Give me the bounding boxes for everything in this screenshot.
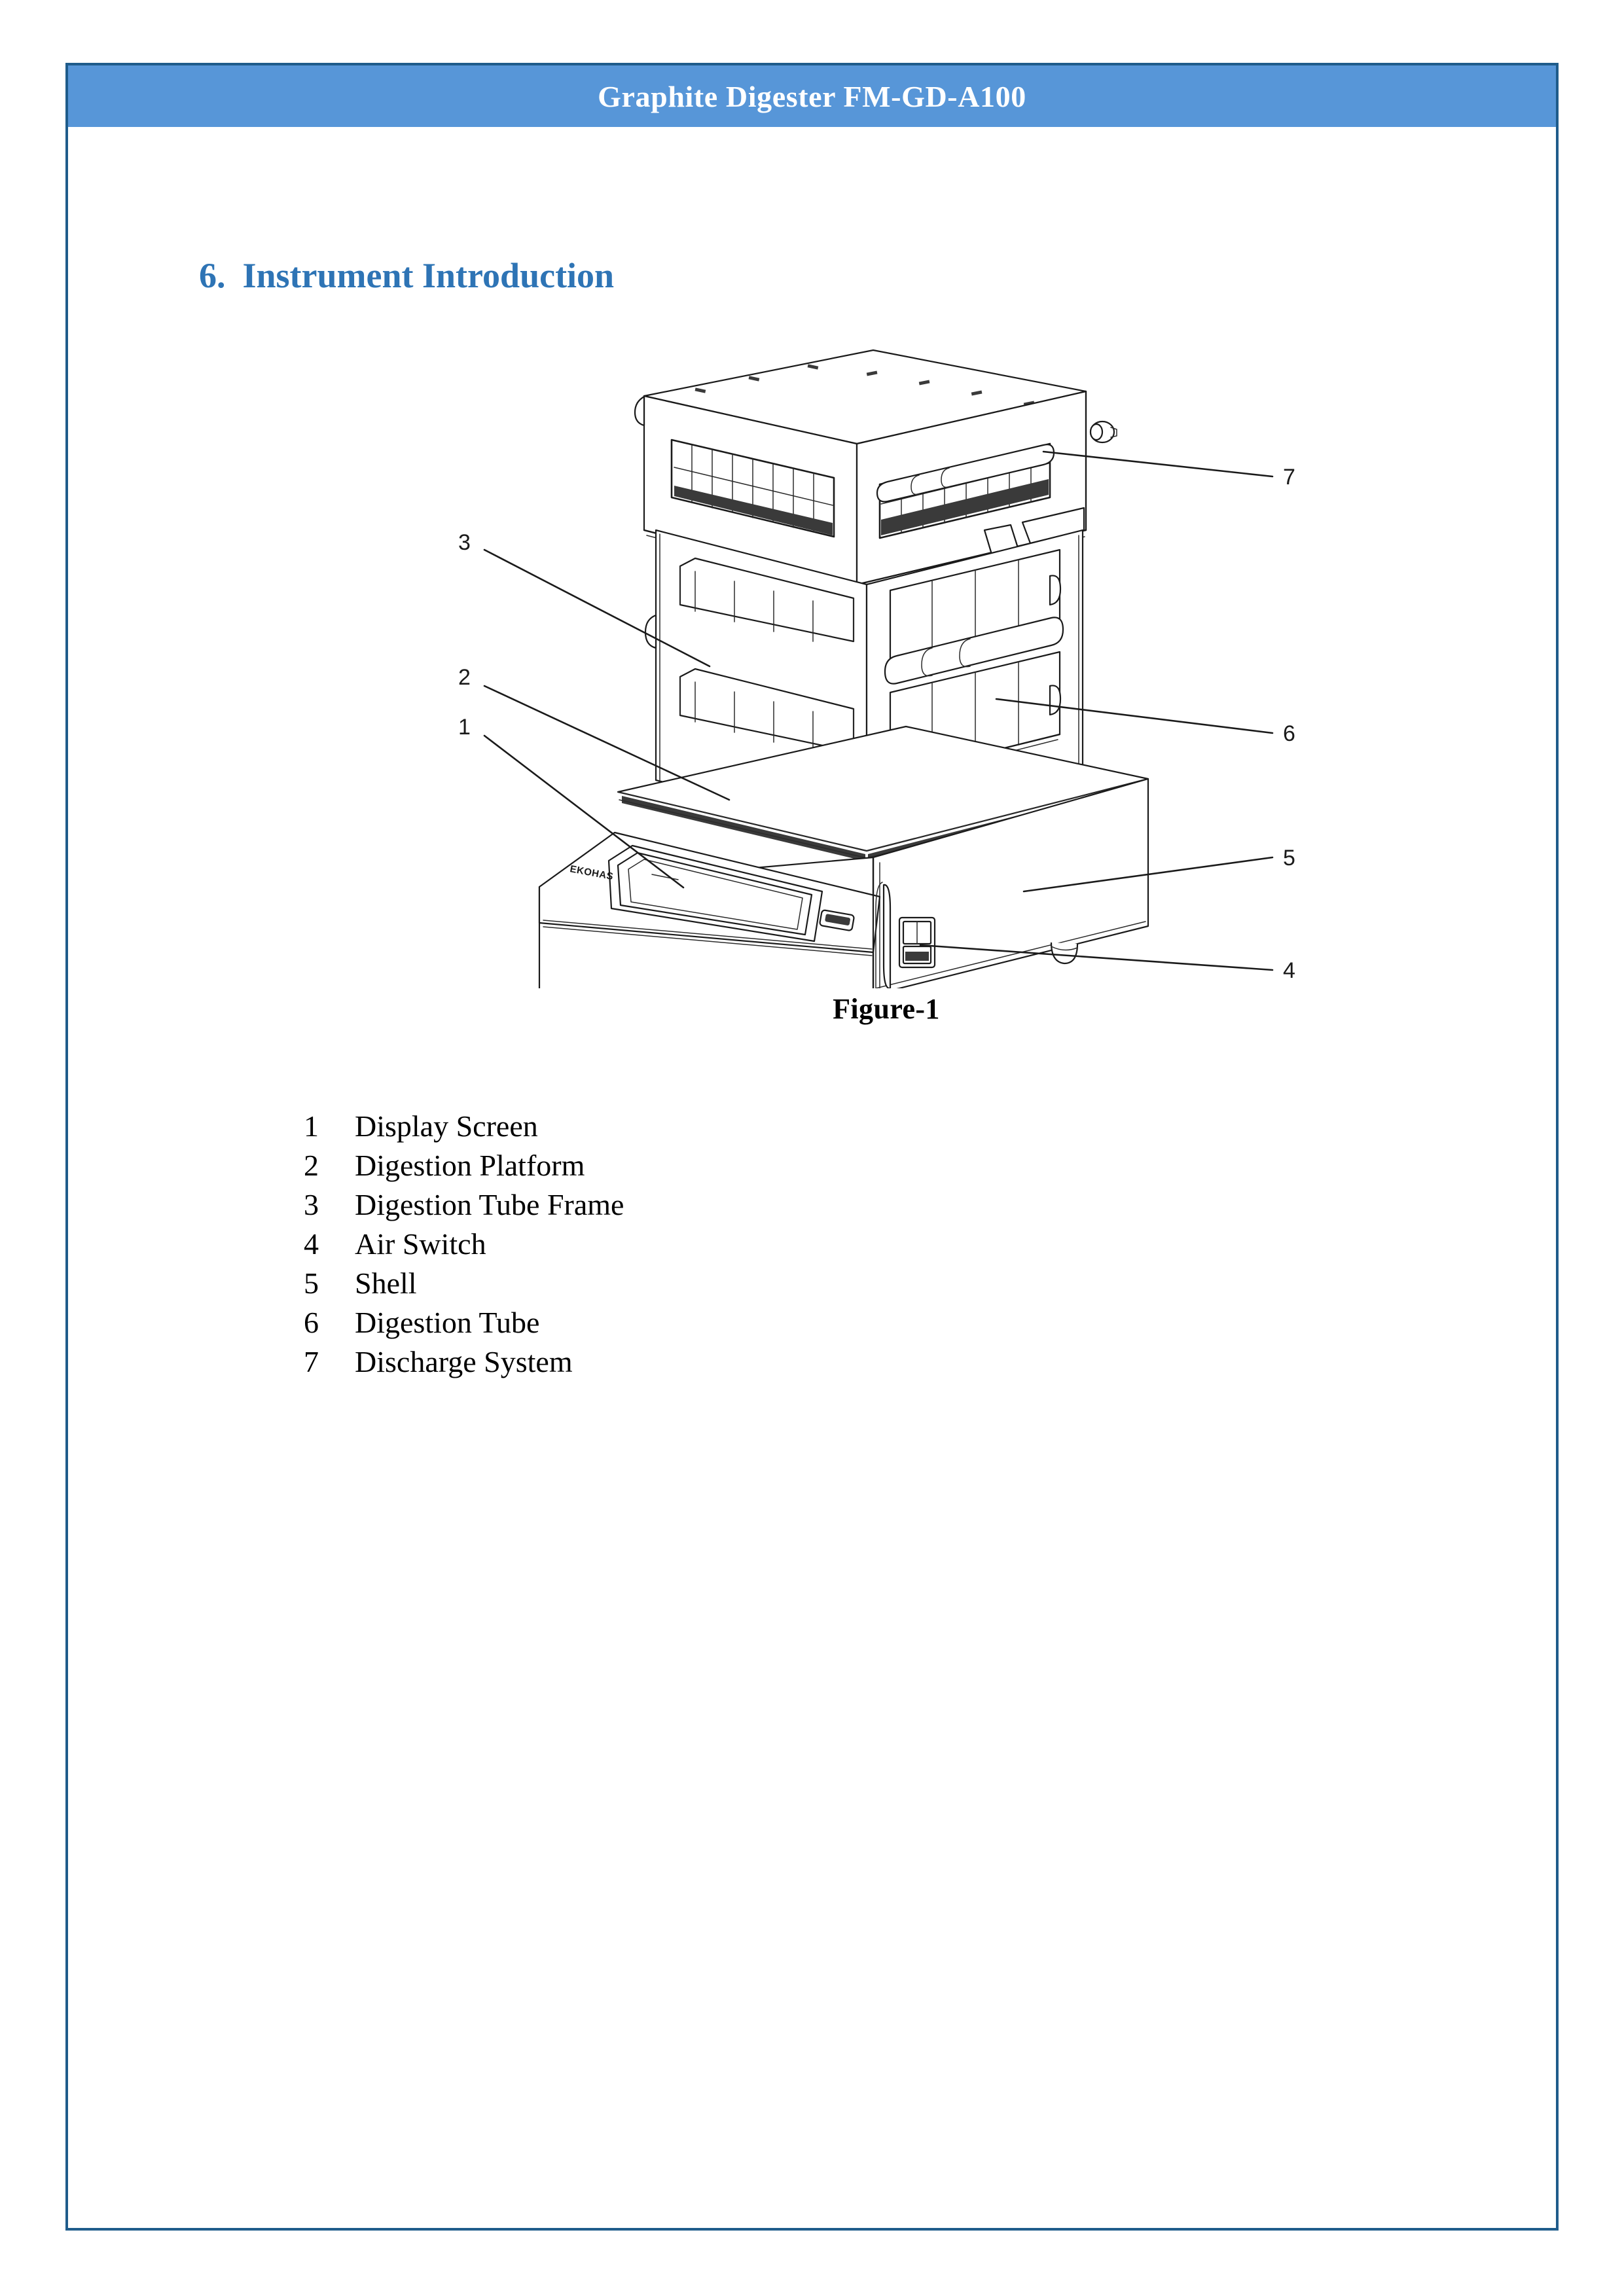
callout-number-2: 2 — [458, 665, 471, 690]
panel-button — [819, 909, 855, 931]
legend-number: 7 — [304, 1345, 319, 1378]
parts-legend-list: 1 Display Screen 2 Digestion Platform 3 … — [304, 1109, 1220, 1384]
legend-label: Shell — [355, 1266, 417, 1300]
callout-number-1: 1 — [458, 715, 471, 740]
legend-number: 4 — [304, 1227, 319, 1261]
callout-leaders: 7 3 6 2 1 5 — [458, 450, 1295, 983]
section-heading: 6. Instrument Introduction — [199, 255, 614, 296]
callout-number-3: 3 — [458, 530, 471, 555]
list-item: 4 Air Switch — [304, 1227, 1220, 1266]
document-title: Graphite Digester FM-GD-A100 — [598, 79, 1026, 113]
list-item: 5 Shell — [304, 1266, 1220, 1305]
base-shell: EKOHAS — [538, 778, 1149, 988]
legend-number: 5 — [304, 1266, 319, 1300]
page-frame: Graphite Digester FM-GD-A100 6. Instrumen… — [65, 63, 1559, 2231]
callout-number-5: 5 — [1283, 846, 1295, 870]
discharge-knob — [1089, 420, 1117, 444]
figure-1: EKOHAS — [422, 334, 1312, 1026]
page-content: 6. Instrument Introduction — [68, 127, 1556, 2228]
section-title: Instrument Introduction — [242, 256, 615, 295]
instrument-feet — [1050, 942, 1079, 965]
hood-top-screws — [695, 364, 1035, 406]
legend-label: Air Switch — [355, 1227, 486, 1261]
legend-number: 6 — [304, 1306, 319, 1339]
list-item: 2 Digestion Platform — [304, 1148, 1220, 1187]
discharge-system-hood — [634, 349, 1117, 591]
section-number: 6. — [199, 256, 226, 295]
list-item: 7 Discharge System — [304, 1344, 1220, 1384]
legend-number: 1 — [304, 1109, 319, 1143]
hood-left-vent-grid — [674, 444, 833, 535]
document-title-banner: Graphite Digester FM-GD-A100 — [68, 65, 1556, 127]
legend-label: Discharge System — [355, 1345, 573, 1378]
callout-number-6: 6 — [1283, 721, 1295, 746]
legend-label: Digestion Platform — [355, 1149, 585, 1182]
hood-condenser-rail — [876, 444, 1055, 503]
legend-label: Digestion Tube — [355, 1306, 540, 1339]
air-switch — [898, 916, 936, 969]
callout-number-4: 4 — [1283, 958, 1295, 983]
legend-number: 2 — [304, 1149, 319, 1182]
legend-number: 3 — [304, 1188, 319, 1221]
legend-label: Display Screen — [355, 1109, 538, 1143]
list-item: 3 Digestion Tube Frame — [304, 1187, 1220, 1227]
list-item: 1 Display Screen — [304, 1109, 1220, 1148]
tube-cap-rail — [884, 617, 1064, 685]
legend-label: Digestion Tube Frame — [355, 1188, 624, 1221]
list-item: 6 Digestion Tube — [304, 1305, 1220, 1344]
instrument-line-drawing: EKOHAS — [458, 349, 1295, 988]
display-screen — [607, 844, 823, 942]
callout-number-7: 7 — [1283, 465, 1295, 490]
figure-caption: Figure-1 — [833, 993, 940, 1025]
